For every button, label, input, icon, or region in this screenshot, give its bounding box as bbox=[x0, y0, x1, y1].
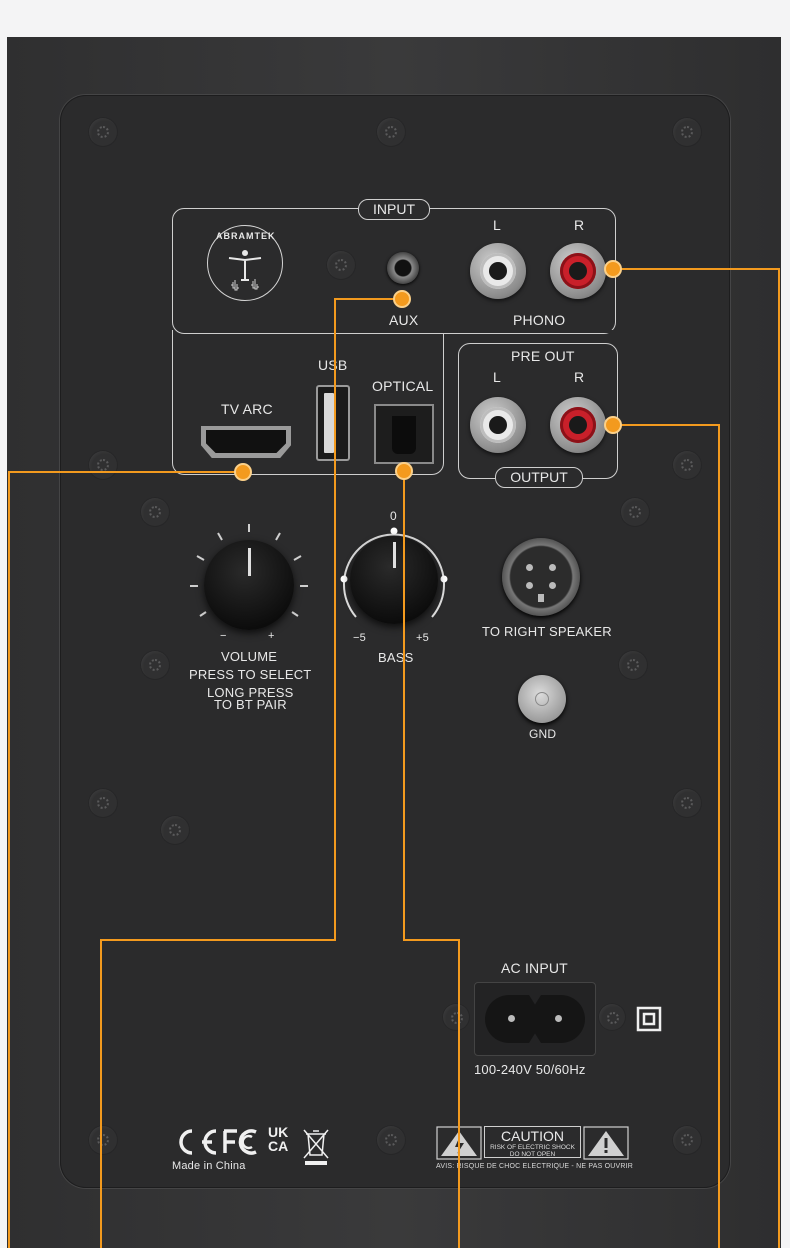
phono-left-jack[interactable] bbox=[470, 243, 526, 299]
output-tag: OUTPUT bbox=[495, 467, 583, 488]
volume-bt-pair-label: TO BT PAIR bbox=[214, 697, 287, 712]
volume-minus-label: − bbox=[220, 630, 227, 642]
volume-plus-label: + bbox=[268, 630, 275, 642]
screw-icon bbox=[618, 650, 648, 680]
class-ii-icon bbox=[636, 1006, 662, 1032]
bass-label: BASS bbox=[378, 650, 414, 665]
pre-out-left-label: L bbox=[493, 369, 501, 385]
screw-icon bbox=[376, 1125, 406, 1155]
caution-box: CAUTION RISK OF ELECTRIC SHOCK DO NOT OP… bbox=[484, 1126, 581, 1158]
caution-title: CAUTION bbox=[501, 1128, 564, 1144]
usb-port[interactable] bbox=[316, 385, 350, 461]
fcc-mark-icon bbox=[223, 1129, 257, 1155]
pre-out-r-callout-dot bbox=[604, 416, 622, 434]
pre-out-right-label: R bbox=[574, 369, 585, 385]
optical-label: OPTICAL bbox=[372, 378, 434, 394]
figure-logo-icon bbox=[228, 249, 261, 290]
screw-icon bbox=[88, 788, 118, 818]
screw-icon bbox=[598, 1003, 626, 1031]
optical-port[interactable] bbox=[374, 404, 434, 464]
phono-r-callout-dot bbox=[604, 260, 622, 278]
screw-icon bbox=[160, 815, 190, 845]
ac-rating-label: 100-240V 50/60Hz bbox=[474, 1062, 586, 1077]
to-right-speaker-label: TO RIGHT SPEAKER bbox=[482, 624, 612, 639]
screw-icon bbox=[326, 250, 356, 280]
caution-line2: DO NOT OPEN bbox=[509, 1151, 556, 1158]
phono-left-label: L bbox=[493, 217, 501, 233]
screw-icon bbox=[88, 1125, 118, 1155]
ac-inlet[interactable] bbox=[474, 982, 596, 1056]
brand-logo: ABRAMTEK bbox=[207, 225, 283, 301]
lightning-warning-icon bbox=[436, 1126, 482, 1160]
pre-out-left-jack[interactable] bbox=[470, 397, 526, 453]
screw-icon bbox=[672, 117, 702, 147]
usb-label: USB bbox=[318, 357, 348, 373]
right-speaker-connector[interactable] bbox=[502, 538, 580, 616]
gnd-label: GND bbox=[529, 727, 557, 741]
tv-arc-label: TV ARC bbox=[221, 401, 273, 417]
caution-line1: RISK OF ELECTRIC SHOCK bbox=[490, 1144, 575, 1151]
screw-icon bbox=[672, 1125, 702, 1155]
screw-icon bbox=[672, 788, 702, 818]
volume-press-select-label: PRESS TO SELECT bbox=[189, 667, 312, 682]
avis-label: AVIS: RISQUE DE CHOC ELECTRIQUE - NE PAS… bbox=[436, 1163, 634, 1170]
made-in-label: Made in China bbox=[172, 1160, 246, 1172]
pre-out-label: PRE OUT bbox=[508, 348, 578, 364]
screw-icon bbox=[88, 450, 118, 480]
bass-knob[interactable] bbox=[350, 536, 438, 624]
gnd-terminal[interactable] bbox=[518, 675, 566, 723]
weee-bin-icon bbox=[303, 1129, 329, 1165]
aux-jack[interactable] bbox=[387, 252, 419, 284]
phono-right-jack[interactable] bbox=[550, 243, 606, 299]
aux-callout-dot bbox=[393, 290, 411, 308]
bass-min-label: −5 bbox=[353, 632, 366, 644]
phono-label: PHONO bbox=[513, 312, 566, 328]
ce-mark-icon bbox=[179, 1129, 217, 1155]
bass-max-label: +5 bbox=[416, 632, 429, 644]
screw-icon bbox=[140, 650, 170, 680]
volume-label: VOLUME bbox=[221, 649, 278, 664]
volume-knob[interactable] bbox=[204, 540, 294, 630]
exclamation-warning-icon bbox=[583, 1126, 629, 1160]
tv-arc-callout-dot bbox=[234, 463, 252, 481]
screw-icon bbox=[140, 497, 170, 527]
screw-icon bbox=[376, 117, 406, 147]
ac-input-label: AC INPUT bbox=[501, 960, 568, 976]
phono-right-label: R bbox=[574, 217, 585, 233]
pre-out-right-jack[interactable] bbox=[550, 397, 606, 453]
optical-callout-dot bbox=[395, 462, 413, 480]
brand-logo-text: ABRAMTEK bbox=[216, 231, 276, 241]
aux-label: AUX bbox=[389, 312, 419, 328]
screw-icon bbox=[672, 450, 702, 480]
hdmi-arc-port[interactable] bbox=[201, 426, 291, 458]
screw-icon bbox=[620, 497, 650, 527]
input-tag: INPUT bbox=[358, 199, 430, 220]
screw-icon bbox=[88, 117, 118, 147]
screw-icon bbox=[442, 1003, 470, 1031]
